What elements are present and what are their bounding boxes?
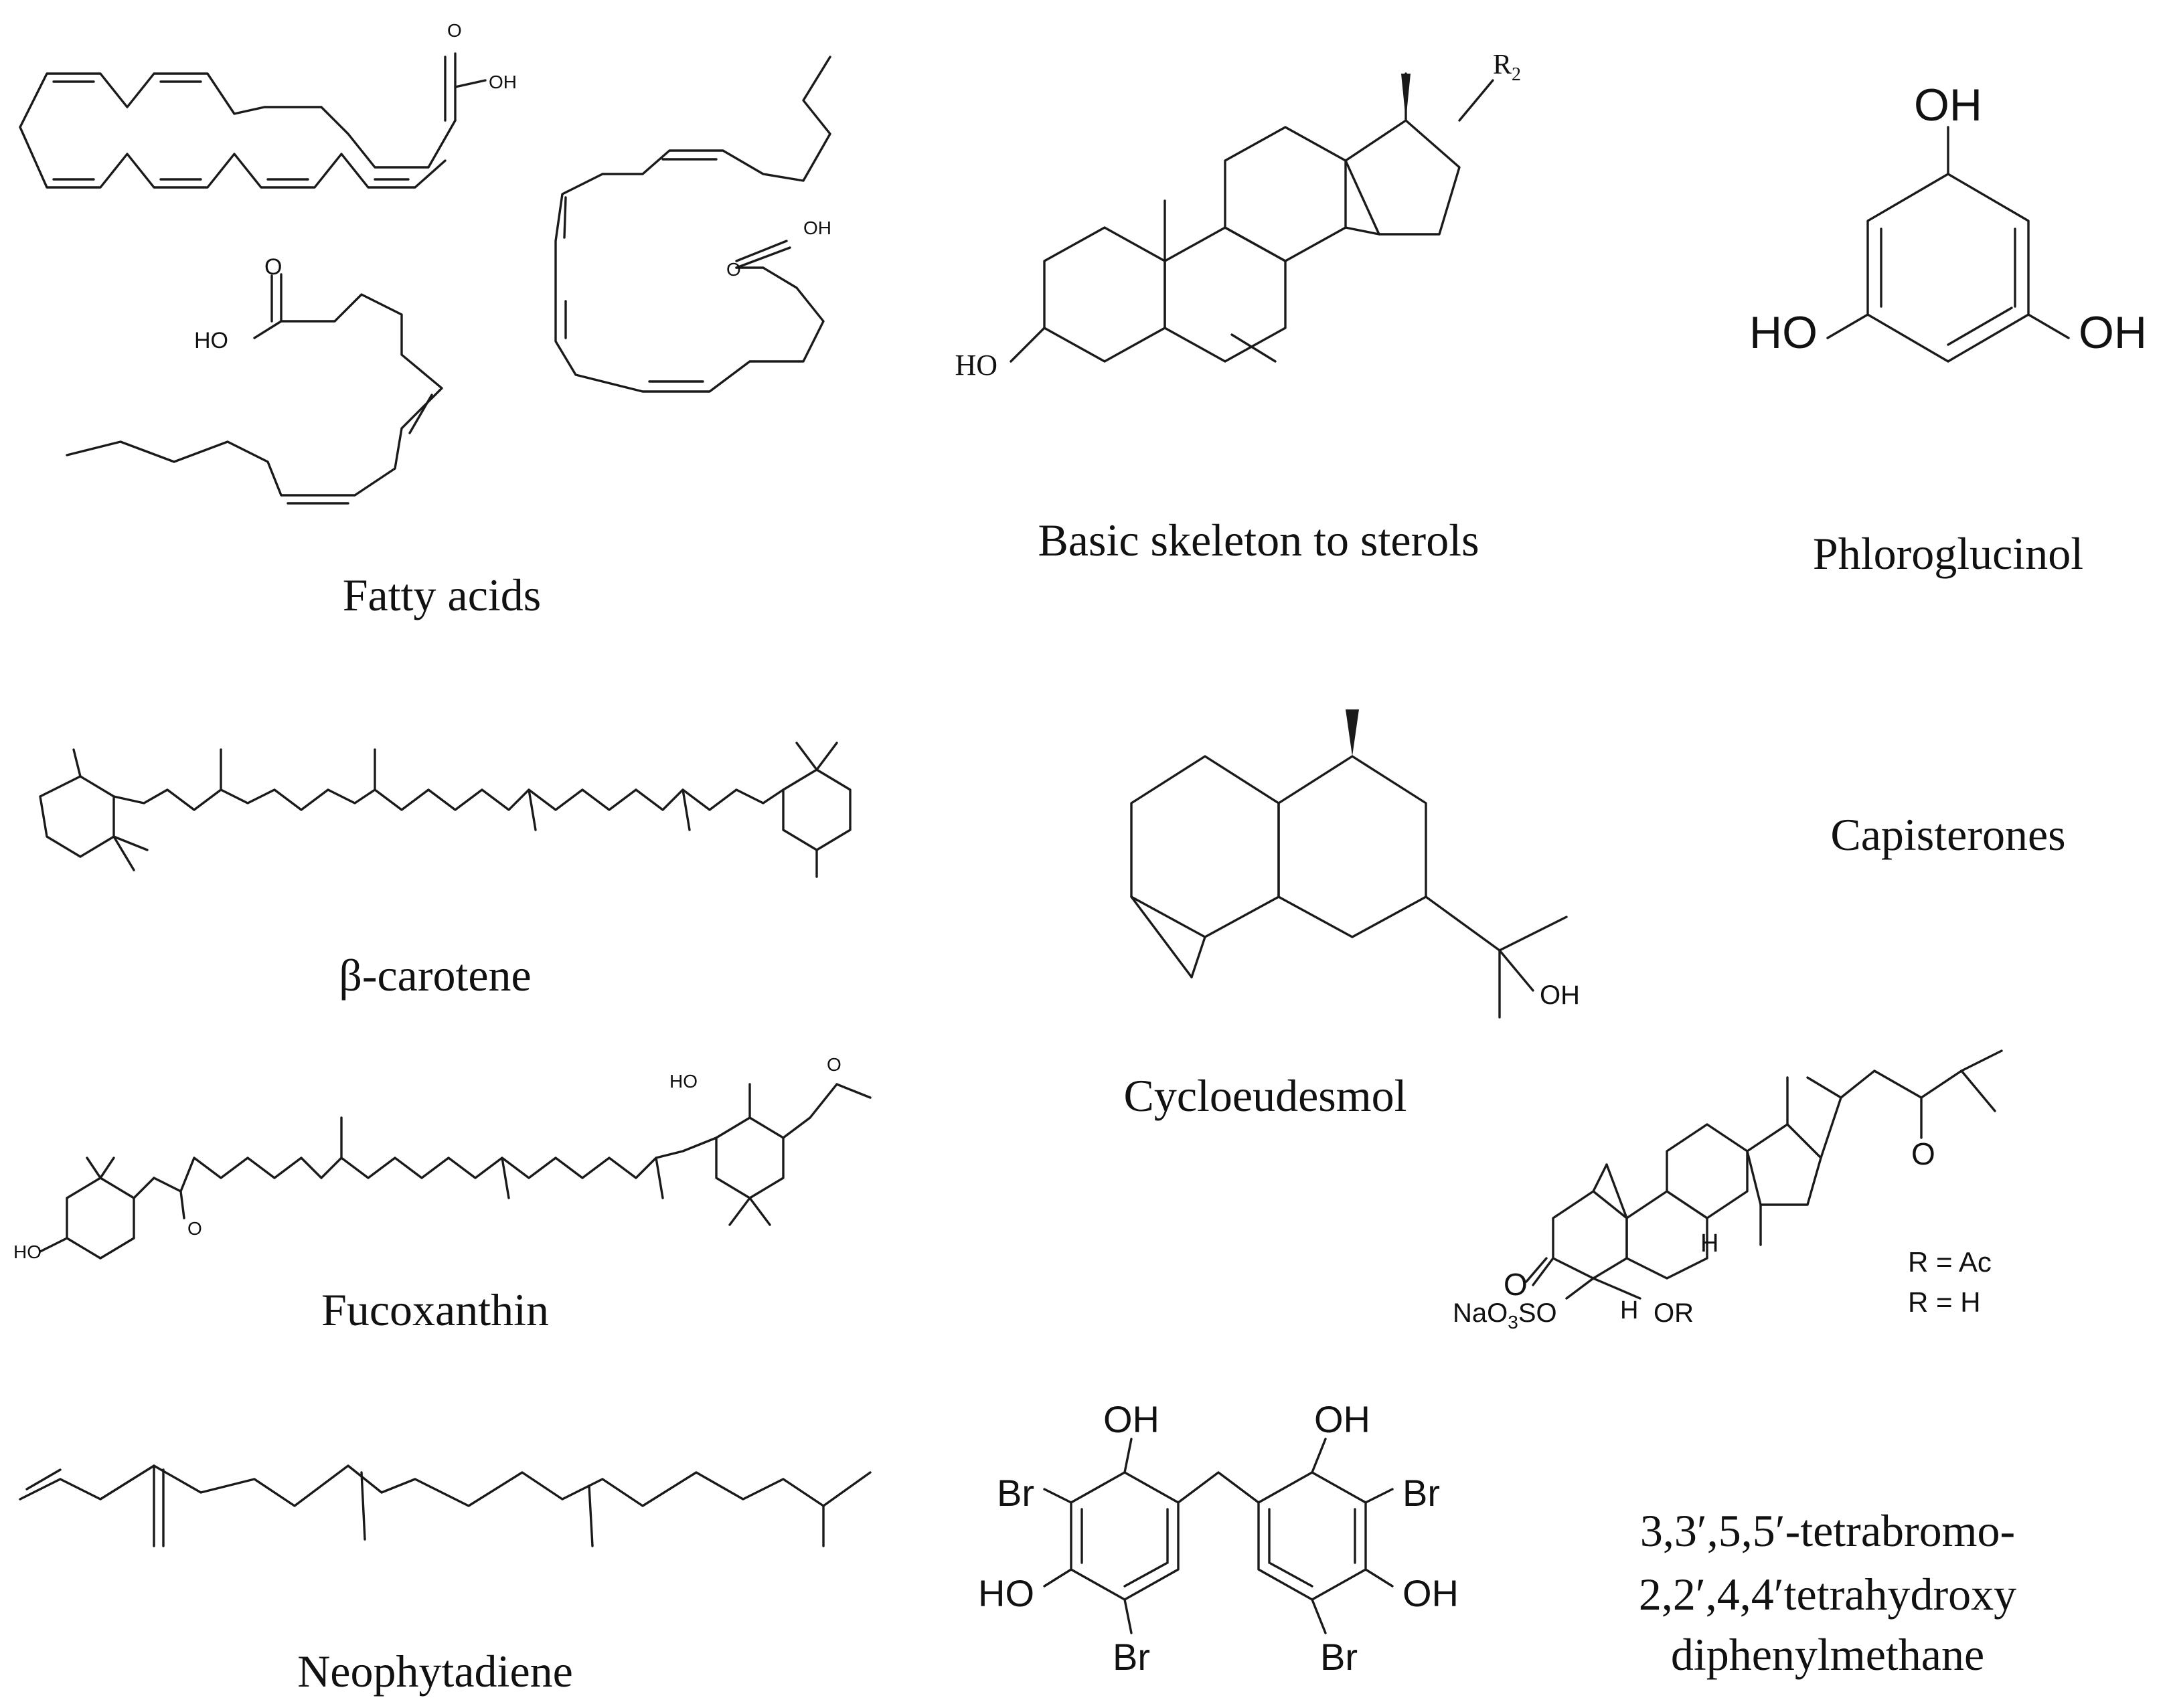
capisterone-structure: O O H H NaO3SO OR R = Ac R = H (1453, 1049, 2003, 1333)
ho-label: HO (194, 328, 228, 353)
bromine-label: Br (1113, 1636, 1150, 1678)
bromine-label: Br (1320, 1636, 1358, 1678)
r-equals-h-label: R = H (1908, 1286, 1981, 1318)
oh-label: OH (803, 218, 831, 238)
bromine-label: Br (997, 1472, 1034, 1514)
ho-label: HO (13, 1242, 42, 1262)
oxygen-label: O (1911, 1136, 1935, 1171)
tetrabromo-diphenylmethane-structure: OH OH Br Br HO OH Br Br (978, 1398, 1459, 1678)
oh-label: OH (489, 72, 517, 92)
fatty-acid-structure-1: O OH (19, 20, 517, 189)
hydrogen-label: H (1700, 1229, 1718, 1258)
oh-label: OH (2079, 307, 2147, 358)
r-equals-ac-label: R = Ac (1908, 1246, 1992, 1278)
ho-label: HO (669, 1071, 698, 1092)
oh-label: OH (1103, 1398, 1159, 1440)
caption-sterols: Basic skeleton to sterols (1038, 515, 1479, 566)
oxygen-label: O (827, 1054, 841, 1075)
or-label: OR (1654, 1298, 1694, 1328)
oxygen-label: O (726, 259, 741, 280)
caption-neophytadiene: Neophytadiene (297, 1646, 573, 1697)
bromine-label: Br (1402, 1472, 1440, 1514)
neophytadiene-structure (19, 1464, 872, 1547)
caption-tetrabromo-line3: diphenylmethane (1671, 1629, 1984, 1680)
caption-cycloeudesmol: Cycloeudesmol (1123, 1070, 1407, 1121)
caption-beta-carotene: β-carotene (339, 950, 532, 1001)
fatty-acid-structure-2: O OH (554, 56, 831, 393)
oh-label: OH (1314, 1398, 1370, 1440)
oh-label: OH (1914, 80, 1982, 131)
fucoxanthin-structure: HO O HO O (13, 1054, 872, 1262)
beta-carotene-structure (39, 742, 852, 878)
caption-tetrabromo-line1: 3,3′,5,5′-tetrabromo- (1640, 1505, 2015, 1556)
hydrogen-label: H (1620, 1296, 1638, 1325)
phloroglucinol-structure: OH OH HO (1749, 80, 2147, 363)
oxygen-label: O (447, 20, 462, 41)
cycloeudesmol-structure: OH (1130, 709, 1580, 1019)
sterol-skeleton-structure: HO R2 (955, 50, 1521, 381)
oh-label: OH (1540, 980, 1580, 1010)
caption-phloroglucinol: Phloroglucinol (1813, 528, 2083, 579)
caption-fatty-acids: Fatty acids (343, 570, 542, 620)
fatty-acid-structure-3: O HO (66, 254, 443, 505)
caption-tetrabromo-line2: 2,2′,4,4′tetrahydroxy (1639, 1569, 2016, 1620)
oxygen-label: O (1504, 1267, 1528, 1302)
ho-label: HO (955, 349, 997, 381)
caption-fucoxanthin: Fucoxanthin (321, 1284, 549, 1335)
ho-label: HO (978, 1572, 1034, 1614)
caption-capisterones: Capisterones (1830, 809, 2065, 860)
oxygen-label: O (187, 1218, 202, 1239)
oxygen-label: O (264, 254, 282, 280)
ho-label: HO (1749, 307, 1818, 358)
r2-label: R2 (1493, 50, 1521, 85)
oh-label: OH (1402, 1572, 1459, 1614)
naso3-label: NaO3SO (1453, 1298, 1557, 1333)
